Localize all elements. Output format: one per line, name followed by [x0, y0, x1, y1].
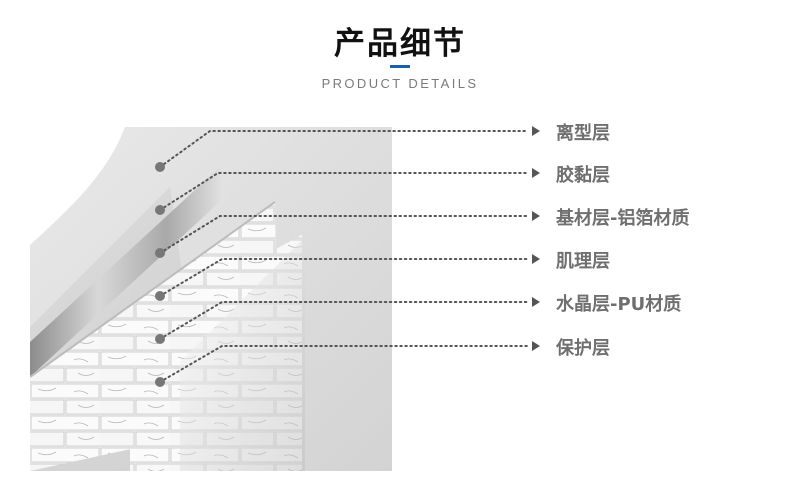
layer-dot — [155, 162, 165, 172]
leader-crystal-layer — [159, 301, 529, 340]
section-subtitle: PRODUCT DETAILS — [321, 76, 479, 91]
section-title: 产品细节 — [334, 26, 466, 62]
product-image — [30, 127, 392, 471]
leader-release-layer — [159, 130, 529, 168]
wall-sticker-layers-illustration — [30, 127, 392, 471]
leader-adhesive-layer — [159, 172, 529, 211]
title-accent-bar — [390, 65, 410, 68]
leader-substrate-layer — [159, 215, 529, 254]
layer-dot — [155, 248, 165, 258]
leader-protective-layer — [159, 345, 529, 383]
layer-dot — [155, 291, 165, 301]
layer-dot — [155, 377, 165, 387]
leader-texture-layer — [159, 258, 529, 297]
layer-dot — [155, 205, 165, 215]
section-header: 产品细节 PRODUCT DETAILS — [0, 0, 800, 100]
layer-dot — [155, 334, 165, 344]
